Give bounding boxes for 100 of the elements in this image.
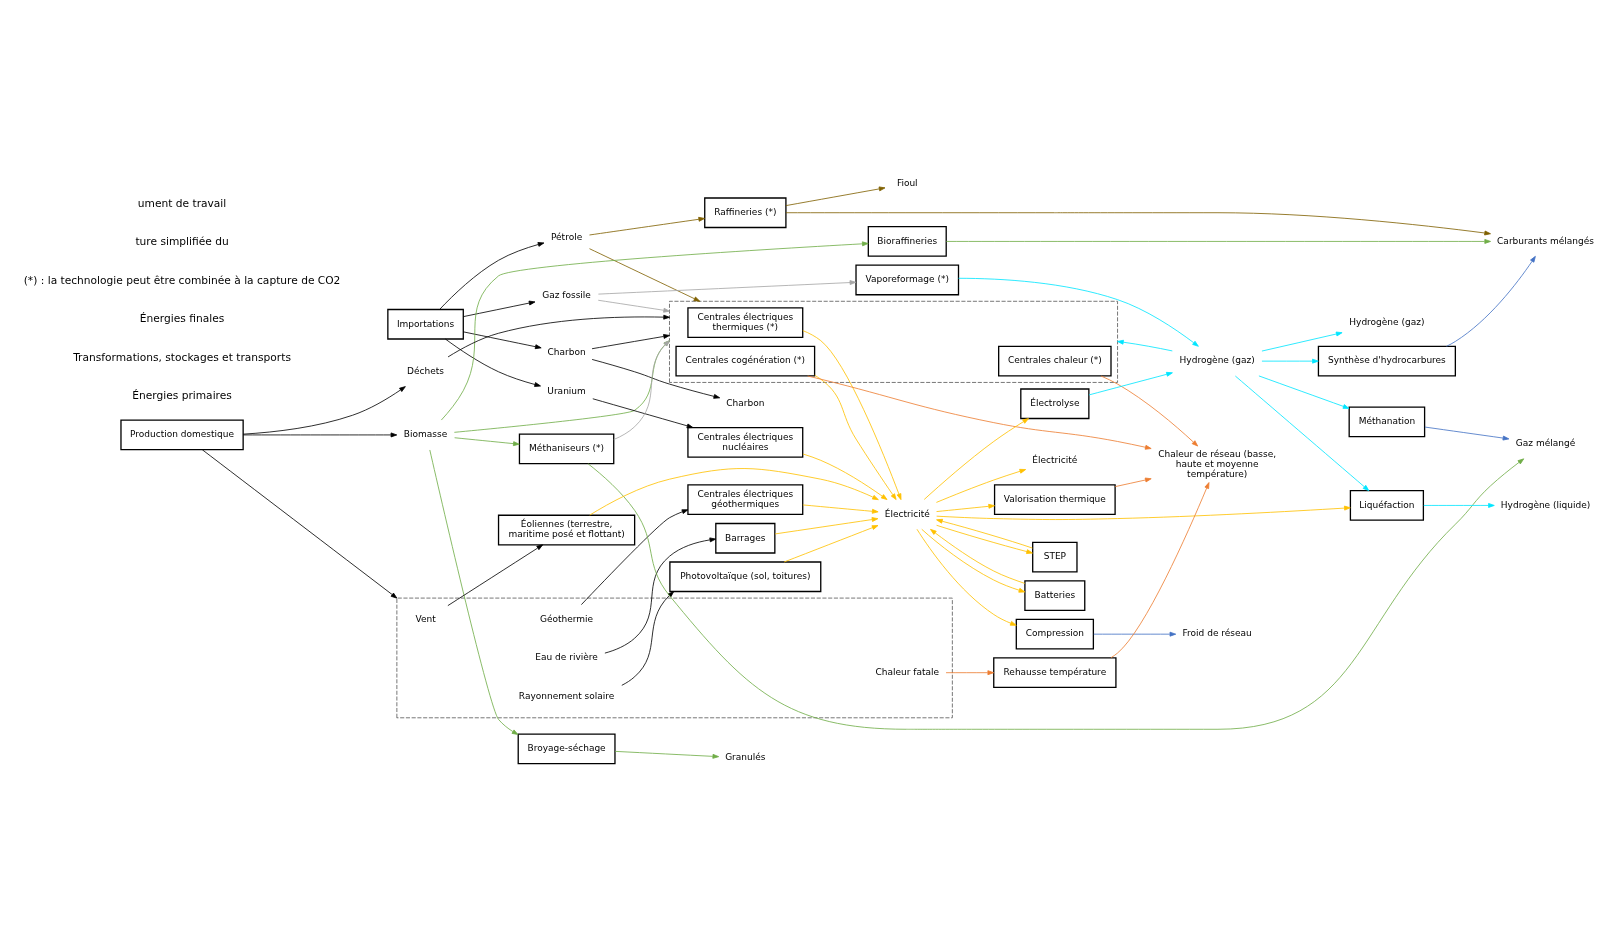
arrow — [581, 509, 689, 605]
arrow — [1234, 375, 1370, 492]
arrow — [597, 299, 670, 313]
arrow — [1117, 339, 1173, 352]
arrow — [936, 468, 1027, 503]
arrow — [1261, 358, 1319, 364]
arrow — [1258, 375, 1350, 409]
node-text: Charbon — [547, 347, 586, 358]
node-text: Biomasse — [403, 429, 448, 440]
arrow — [1423, 503, 1495, 508]
cluster — [669, 300, 1118, 383]
label: Transformations, stockages et transports — [73, 350, 291, 364]
node-box: Importations — [387, 308, 464, 340]
node-box: Bioraffineries — [867, 226, 947, 257]
node-text: Uranium — [547, 385, 586, 396]
node-box: Centrales électriques thermiques (*) — [687, 307, 804, 338]
label: Énergies finales — [139, 312, 225, 326]
arrow — [923, 418, 1029, 500]
arrow — [444, 338, 541, 387]
node-text: Hydrogène (gaz) — [1349, 316, 1425, 327]
node-text: Vent — [415, 613, 436, 624]
arrow — [242, 386, 406, 435]
arrow — [613, 340, 670, 440]
arrow — [439, 242, 545, 310]
arrow — [802, 504, 879, 514]
arrow — [802, 453, 888, 500]
node-text: Eau de rivière — [535, 652, 598, 663]
arrow — [589, 216, 705, 236]
node-box: Barrages — [715, 522, 776, 554]
arrow — [598, 280, 857, 295]
arrow — [1424, 426, 1510, 441]
arrow — [814, 374, 897, 500]
node-box: Méthanation — [1348, 406, 1426, 438]
arrow — [783, 525, 879, 563]
node-box: Batteries — [1024, 580, 1086, 612]
node-text: Gaz mélangé — [1515, 438, 1576, 449]
node-text: Carburants mélangés — [1497, 235, 1594, 246]
node-text: Granulés — [725, 752, 766, 763]
arrow — [591, 359, 721, 399]
label: ument de travail — [137, 196, 227, 210]
node-box: Centrales électriques géothermiques — [687, 484, 804, 516]
node-box: Synthèse d'hydrocarbures — [1317, 345, 1456, 377]
arrow — [592, 398, 694, 429]
node-text: Charbon — [726, 398, 765, 409]
node-text: Géothermie — [540, 613, 594, 624]
node-box: Rehausse température — [993, 657, 1117, 689]
arrow — [447, 314, 670, 358]
arrow — [936, 518, 1033, 549]
arrow — [916, 528, 1017, 626]
arrow — [447, 544, 544, 607]
node-box: Éoliennes (terrestre, maritime posé et flottant) — [497, 514, 636, 546]
arrow — [429, 449, 519, 735]
arrow — [936, 505, 1351, 520]
arrow — [201, 449, 398, 599]
arrow — [589, 468, 879, 516]
label: ture simplifiée du — [135, 235, 229, 249]
node-box: Production domestique — [120, 419, 244, 451]
arrow — [587, 458, 1525, 730]
arrow — [591, 334, 670, 350]
arrow — [807, 375, 1152, 450]
node-box: Compression — [1015, 618, 1095, 650]
arrow — [1114, 477, 1152, 488]
node-text: Électricité — [884, 508, 930, 519]
arrow — [1093, 631, 1177, 637]
node-box: Centrales cogénération (*) — [675, 345, 816, 377]
arrow — [1446, 255, 1536, 347]
arrow — [936, 524, 1033, 554]
arrow — [589, 248, 701, 302]
arrow — [614, 750, 720, 759]
arrow — [921, 528, 1026, 593]
arrow — [802, 330, 902, 501]
arrow — [945, 670, 995, 676]
arrow — [1110, 482, 1210, 659]
node-box: Broyage-séchage — [517, 733, 616, 765]
node-text: Hydrogène (gaz) — [1179, 355, 1255, 366]
node-box: Vaporeformage (*) — [855, 264, 960, 296]
node-box: Électrolyse — [1020, 388, 1090, 420]
node-text: Hydrogène (liquide) — [1500, 499, 1591, 510]
node-text: Chaleur fatale — [875, 666, 940, 677]
arrow — [945, 239, 1491, 244]
node-text: Froid de réseau — [1182, 628, 1252, 639]
arrow — [453, 340, 670, 433]
node-box: Méthaniseurs (*) — [518, 433, 615, 465]
node-text: Fioul — [896, 178, 918, 189]
arrow — [1261, 331, 1343, 352]
node-text: Déchets — [407, 366, 445, 377]
arrow — [958, 277, 1199, 347]
node-text: Rayonnement solaire — [518, 690, 615, 701]
node-box: STEP — [1032, 541, 1078, 573]
node-text: Chaleur de réseau (basse, haute et moyenne température) — [1158, 448, 1277, 479]
arrow — [621, 591, 675, 686]
arrow — [604, 537, 717, 654]
arrow — [785, 212, 1491, 236]
arrow — [462, 331, 542, 350]
node-text: Gaz fossile — [542, 289, 591, 300]
arrow — [454, 437, 520, 447]
arrow — [785, 186, 886, 206]
arrow — [774, 517, 879, 535]
arrow — [1100, 375, 1199, 447]
arrow — [930, 528, 1026, 584]
